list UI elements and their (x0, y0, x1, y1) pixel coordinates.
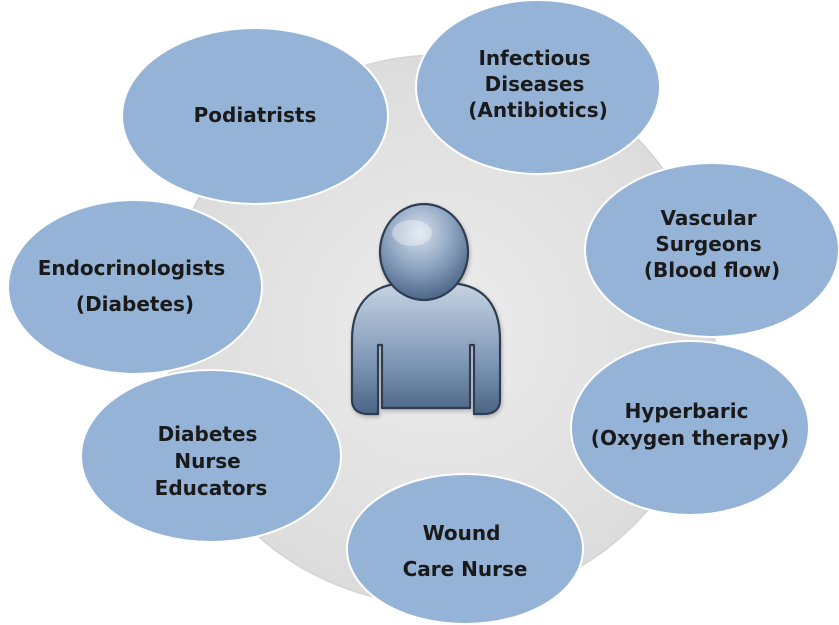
label-care-nurse: Care Nurse (403, 557, 528, 581)
label-hyperbaric: Hyperbaric (625, 399, 749, 423)
specialist-bubble-diabetes-nurse-educators: Diabetes Nurse Educators (80, 369, 342, 543)
specialist-bubble-infectious-diseases: Infectious Diseases (Antibiotics) (415, 0, 661, 175)
specialist-bubble-wound-care-nurse: Wound Care Nurse (346, 473, 584, 625)
specialist-bubble-endocrinologists: Endocrinologists (Diabetes) (7, 199, 263, 375)
svg-text:Endocrinologists (Diabet: Endocrinologists (Diabetes) (38, 256, 233, 316)
label-vascular: Vascular (660, 206, 756, 230)
label-wound: Wound (423, 521, 501, 545)
label-nurse: Nurse (174, 449, 240, 473)
label-diabetes-paren: (Diabetes) (76, 292, 194, 316)
svg-text:Diabetes Nurse Edu: Diabetes Nurse Educators (155, 422, 268, 500)
svg-text:Hyperbaric (Oxygen thera: Hyperbaric (Oxygen therapy) (591, 399, 789, 450)
svg-text:Podiatrists: Podiatrists (194, 103, 317, 127)
label-diseases: Diseases (485, 72, 585, 96)
person-icon (350, 202, 502, 416)
label-blood-flow: (Blood flow) (644, 258, 780, 282)
label-educators: Educators (155, 476, 268, 500)
label-oxygen-therapy: (Oxygen therapy) (591, 426, 789, 450)
svg-text:Wound Care Nurse: Wound Care Nurse (403, 521, 528, 581)
specialist-bubble-vascular-surgeons: Vascular Surgeons (Blood flow) (584, 162, 839, 338)
label-diabetes: Diabetes (158, 422, 258, 446)
specialist-bubble-podiatrists: Podiatrists (121, 27, 389, 205)
label-antibiotics: (Antibiotics) (468, 98, 608, 122)
label-surgeons: Surgeons (655, 232, 761, 256)
label-podiatrists: Podiatrists (194, 103, 317, 127)
specialist-bubble-hyperbaric: Hyperbaric (Oxygen therapy) (570, 340, 810, 516)
svg-text:Vascular Surgeons: Vascular Surgeons (Blood flow) (644, 206, 780, 282)
label-infectious: Infectious (478, 46, 590, 70)
label-endocrinologists: Endocrinologists (38, 256, 226, 280)
svg-text:Infectious Diseases: Infectious Diseases (Antibiotics) (468, 46, 608, 122)
